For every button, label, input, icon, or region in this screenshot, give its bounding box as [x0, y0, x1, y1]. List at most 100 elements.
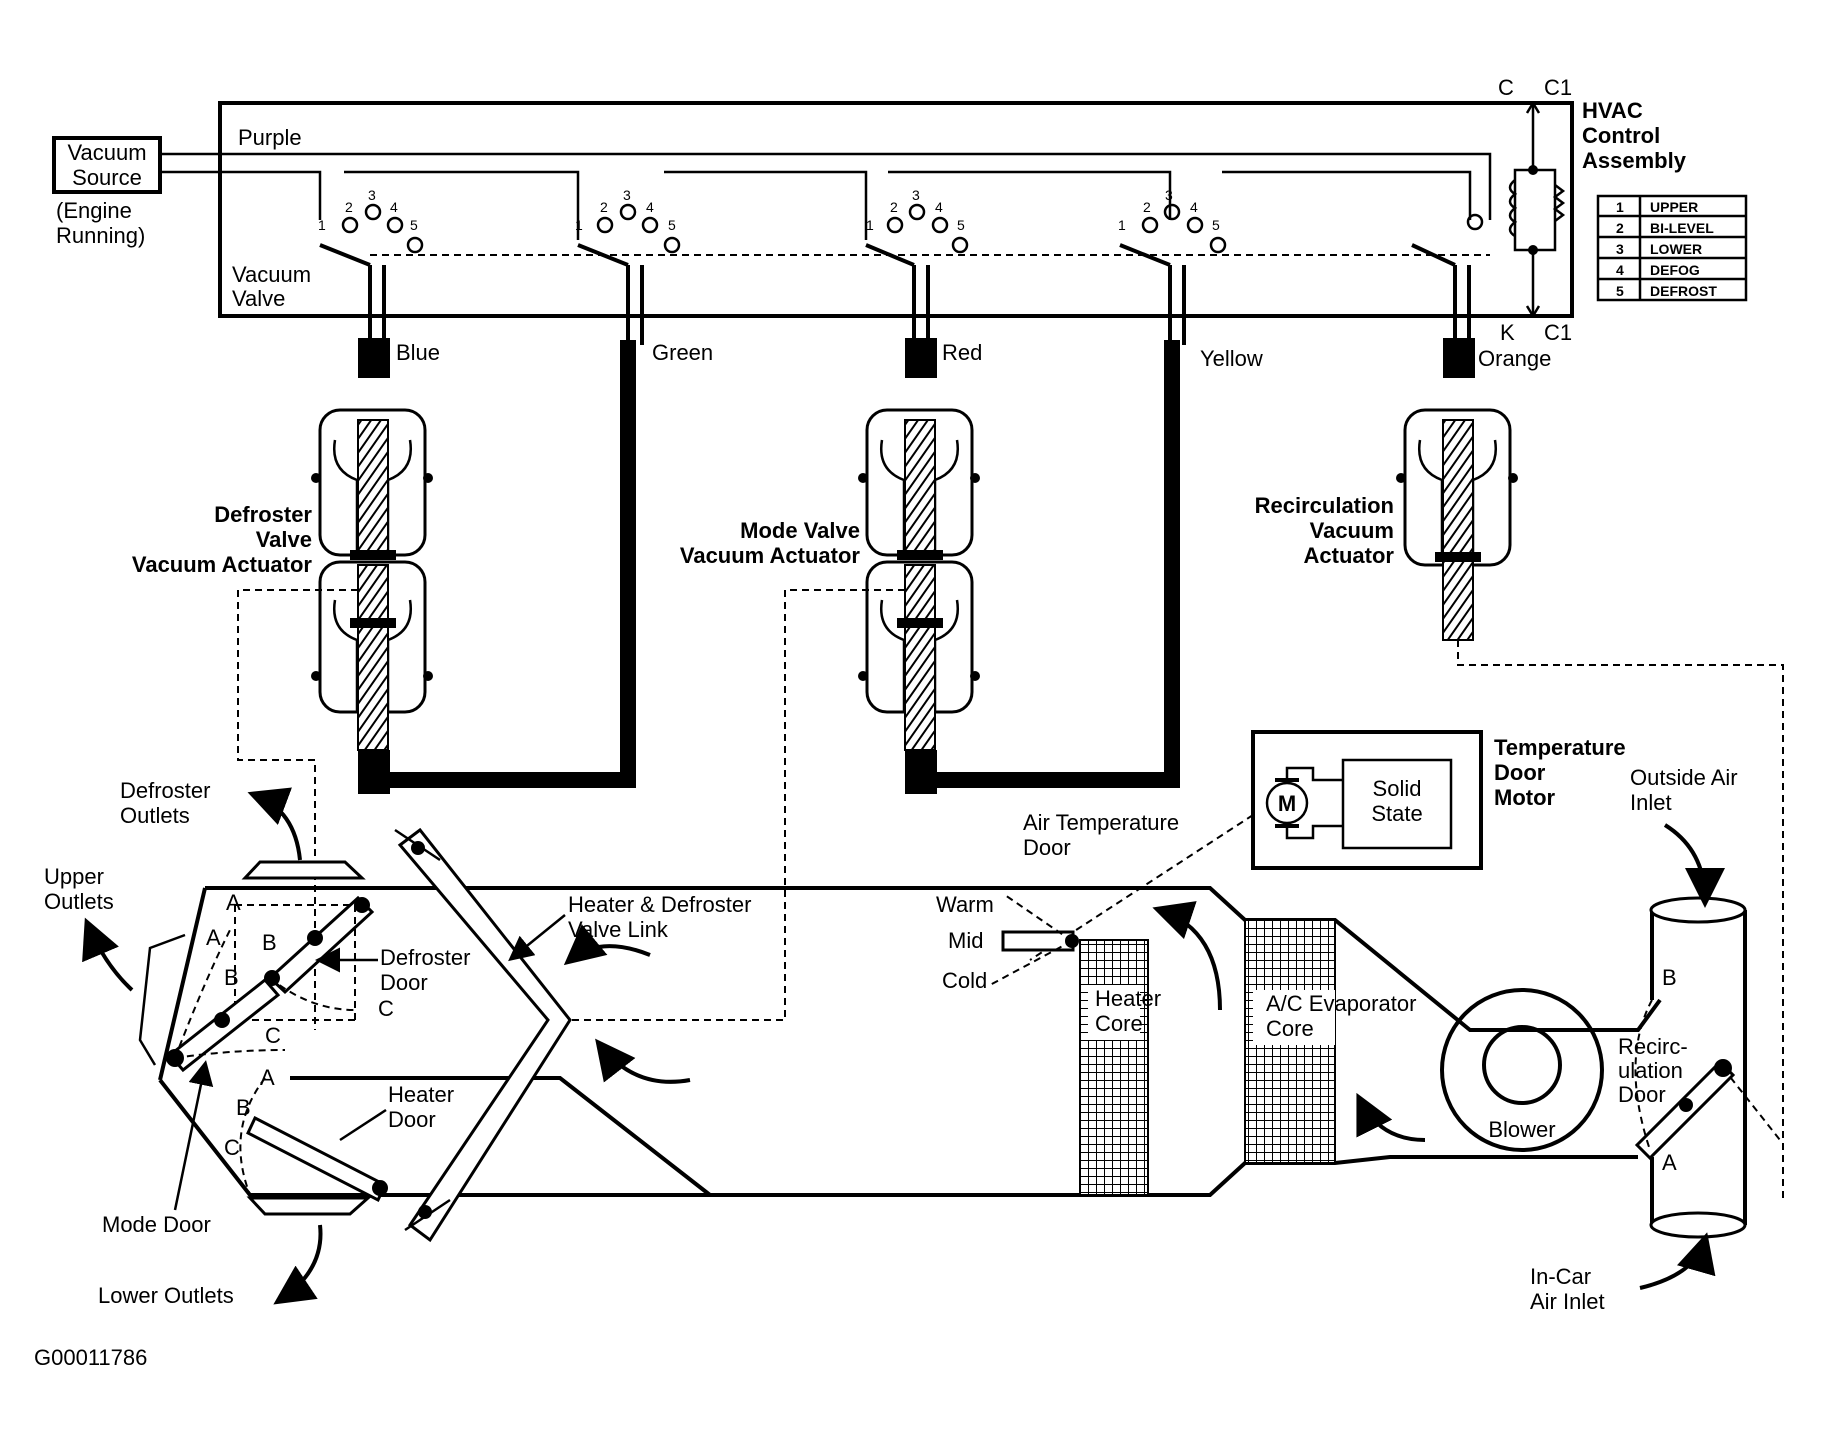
vacuum-hoses: Blue Green Red Yellow Orange — [358, 338, 1551, 794]
outside-air-label-2: Inlet — [1630, 790, 1672, 815]
c1-bottom-label: C1 — [1544, 320, 1572, 345]
heater-core — [1079, 939, 1149, 1196]
svg-text:A: A — [1662, 1150, 1677, 1175]
valve-link-label-1: Heater & Defroster — [568, 892, 751, 917]
svg-text:M: M — [1278, 791, 1296, 816]
temp-motor-label-2: Door — [1494, 760, 1546, 785]
mid-label: Mid — [948, 928, 983, 953]
svg-text:1: 1 — [318, 217, 326, 233]
airflow-arrows — [82, 787, 1725, 1305]
port-labels: 1 2 3 4 5 1 2 3 4 5 1 2 3 4 5 1 2 3 4 5 — [318, 187, 1220, 233]
mode-door — [166, 929, 286, 1073]
recirc-actuator-label-3: Actuator — [1304, 543, 1395, 568]
yellow-label: Yellow — [1200, 346, 1263, 371]
c-pin-label: C — [1498, 75, 1514, 100]
lower-outlets-label: Lower Outlets — [98, 1283, 234, 1308]
blue-hose-connector — [358, 338, 390, 378]
engine-running-label-1: (Engine — [56, 198, 132, 223]
svg-text:Solid: Solid — [1373, 776, 1422, 801]
recirc-door-label-2: ulation — [1618, 1058, 1683, 1083]
blower: Blower — [1440, 988, 1604, 1152]
in-car-inlet-label-1: In-Car — [1530, 1264, 1591, 1289]
k-pin-label: K — [1500, 320, 1515, 345]
svg-text:2: 2 — [1143, 199, 1151, 215]
air-temp-door-label-2: Door — [1023, 835, 1071, 860]
svg-text:3: 3 — [623, 187, 631, 203]
defroster-door-label-2: Door — [380, 970, 428, 995]
recirculation-door — [1634, 999, 1781, 1161]
vacuum-source-box — [52, 136, 162, 194]
svg-text:4: 4 — [1616, 262, 1624, 278]
heater-door — [239, 1077, 388, 1203]
defroster-actuator-label-2: Valve — [256, 527, 312, 552]
svg-text:A: A — [260, 1065, 275, 1090]
svg-text:Blower: Blower — [1488, 1117, 1555, 1142]
recirc-door-label-1: Recirc- — [1618, 1034, 1688, 1059]
heater-core-label-1: Heater — [1095, 986, 1161, 1011]
svg-text:2: 2 — [1616, 220, 1624, 236]
svg-text:4: 4 — [935, 199, 943, 215]
upper-outlets-label-2: Outlets — [44, 889, 114, 914]
mode-actuator-label-2: Vacuum Actuator — [680, 543, 861, 568]
heater-core-label-2: Core — [1095, 1011, 1143, 1036]
svg-text:5: 5 — [1616, 283, 1624, 299]
in-car-inlet-label-2: Air Inlet — [1530, 1289, 1605, 1314]
svg-text:3: 3 — [368, 187, 376, 203]
recirc-actuator-label-1: Recirculation — [1255, 493, 1394, 518]
svg-text:DEFOG: DEFOG — [1650, 262, 1700, 278]
valve-levers — [319, 243, 1471, 345]
ac-evap-label-1: A/C Evaporator — [1266, 991, 1416, 1016]
red-label: Red — [942, 340, 982, 365]
green-hose — [366, 340, 636, 788]
yellow-hose — [912, 340, 1180, 788]
defroster-outlets-label-2: Outlets — [120, 803, 190, 828]
mode-actuator — [858, 408, 980, 751]
purple-supply-line — [160, 152, 1492, 220]
defroster-actuator-label-1: Defroster — [214, 502, 312, 527]
svg-text:1: 1 — [1616, 199, 1624, 215]
svg-text:2: 2 — [600, 199, 608, 215]
svg-text:3: 3 — [1616, 241, 1624, 257]
red-hose-connector — [905, 338, 937, 378]
recirc-actuator-label-2: Vacuum — [1310, 518, 1394, 543]
svg-text:4: 4 — [646, 199, 654, 215]
svg-text:4: 4 — [1190, 199, 1198, 215]
orange-label: Orange — [1478, 346, 1551, 371]
air-temp-door-label-1: Air Temperature — [1023, 810, 1179, 835]
orange-hose-connector — [1443, 338, 1475, 378]
svg-text:State: State — [1371, 801, 1422, 826]
svg-text:C: C — [224, 1135, 240, 1160]
svg-text:UPPER: UPPER — [1650, 199, 1698, 215]
ac-evap-label-2: Core — [1266, 1016, 1314, 1041]
mode-door-label: Mode Door — [102, 1212, 211, 1237]
recirc-actuator — [1396, 408, 1518, 641]
svg-text:3: 3 — [1165, 187, 1173, 203]
svg-text:2: 2 — [890, 199, 898, 215]
svg-text:5: 5 — [957, 217, 965, 233]
mode-legend-table: 1 UPPER 2 BI-LEVEL 3 LOWER 4 DEFOG 5 DEF… — [1596, 194, 1748, 302]
defroster-actuator-label-3: Vacuum Actuator — [132, 552, 313, 577]
blue-label: Blue — [396, 340, 440, 365]
warm-label: Warm — [936, 892, 994, 917]
hvac-label-3: Assembly — [1582, 148, 1687, 173]
heater-defroster-valve-link — [394, 827, 572, 1243]
svg-text:1: 1 — [1118, 217, 1126, 233]
hvac-label-2: Control — [1582, 123, 1660, 148]
defroster-outlets-label-1: Defroster — [120, 778, 210, 803]
svg-text:C: C — [378, 996, 394, 1021]
position-letters: A A B B C C A B C B A — [206, 890, 1677, 1175]
svg-text:DEFROST: DEFROST — [1650, 283, 1717, 299]
vacuum-source-label-1: Vacuum — [67, 140, 146, 165]
defroster-door-label-1: Defroster — [380, 945, 470, 970]
c1-top-label: C1 — [1544, 75, 1572, 100]
vacuum-source-label-2: Source — [72, 165, 142, 190]
svg-text:1: 1 — [866, 217, 874, 233]
svg-text:A: A — [226, 890, 241, 915]
cold-label: Cold — [942, 968, 987, 993]
mode-actuator-label-1: Mode Valve — [740, 518, 860, 543]
purple-label: Purple — [238, 125, 302, 150]
figure-id: G00011786 — [34, 1345, 147, 1370]
hvac-control-assembly: Vacuum Source (Engine Running) Purple Va… — [52, 75, 1748, 345]
air-temperature-door — [989, 894, 1079, 986]
vacuum-valve-label-1: Vacuum — [232, 262, 311, 287]
